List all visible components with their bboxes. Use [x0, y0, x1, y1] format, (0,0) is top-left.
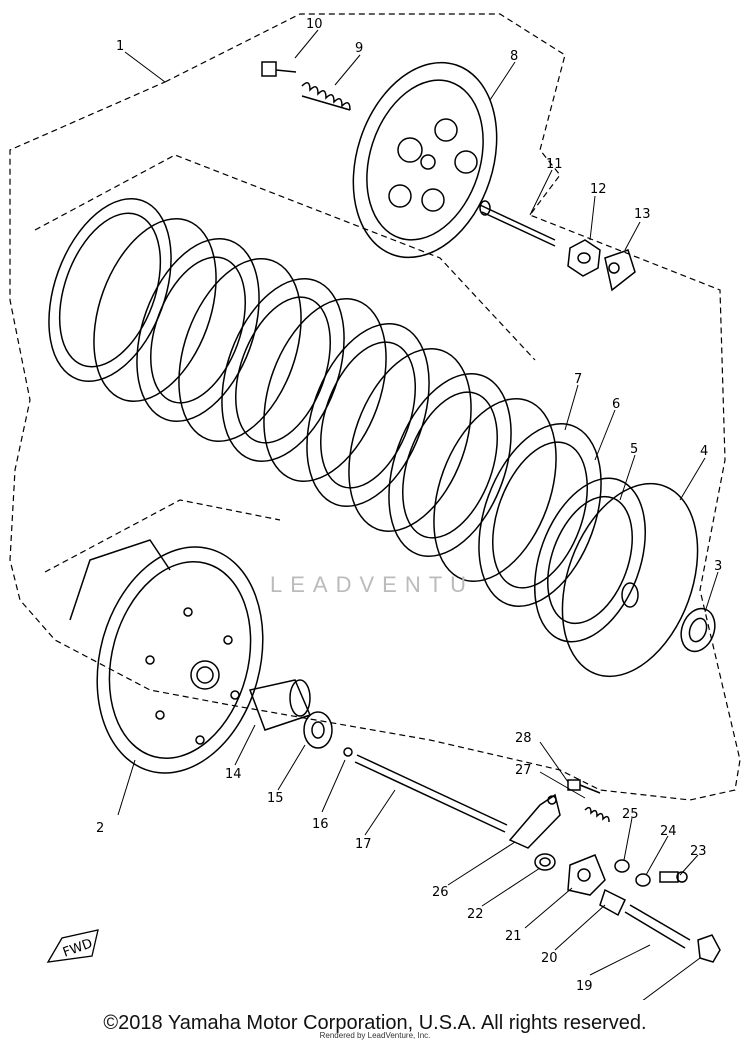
adjust-screw [599, 888, 626, 917]
push-rod-short [479, 200, 556, 247]
adjust-bolt [624, 904, 691, 949]
label-10: 10 [306, 17, 323, 32]
watermark: LEADVENTU [270, 572, 474, 597]
label-21: 21 [505, 929, 522, 944]
return-spring [584, 806, 610, 823]
lock-washer [604, 249, 636, 292]
push-rod-long [354, 754, 508, 833]
label-5: 5 [630, 442, 638, 457]
clutch-spring [301, 82, 351, 111]
label-23: 23 [690, 844, 707, 859]
label-24: 24 [660, 824, 677, 839]
label-17: 17 [355, 837, 372, 852]
label-28: 28 [515, 731, 532, 746]
push-lever [508, 793, 561, 849]
label-19: 19 [576, 979, 593, 994]
label-9: 9 [355, 41, 363, 56]
washer [303, 711, 333, 749]
leader-lines [117, 29, 719, 1000]
oil-seal [534, 853, 556, 871]
washer-small [614, 859, 630, 873]
primary-driven-plate [561, 482, 699, 678]
nut [567, 239, 601, 277]
housing-boundary [44, 499, 281, 573]
spacer [248, 679, 312, 731]
fwd-arrow: FWD [46, 929, 99, 963]
spring-washer [635, 873, 651, 887]
label-4: 4 [700, 444, 708, 459]
label-15: 15 [267, 791, 284, 806]
clutch-plates [48, 198, 602, 607]
label-6: 6 [612, 397, 620, 412]
assembly-boundary [9, 13, 741, 801]
ball [343, 747, 353, 757]
label-25: 25 [622, 807, 639, 822]
fwd-label: FWD [61, 936, 95, 960]
label-20: 20 [541, 951, 558, 966]
label-12: 12 [590, 182, 607, 197]
clutch-exploded-diagram: FWD LEADVENTU 1 2 3 4 5 6 7 8 9 10 11 12… [9, 13, 741, 1000]
lever-housing [567, 854, 606, 896]
label-7: 7 [574, 372, 582, 387]
label-26: 26 [432, 885, 449, 900]
label-2: 2 [96, 821, 104, 836]
screw [659, 871, 688, 883]
clutch-housing [69, 539, 264, 774]
bolt [261, 61, 297, 77]
copyright-text: ©2018 Yamaha Motor Corporation, U.S.A. A… [103, 1012, 647, 1034]
label-11: 11 [546, 157, 563, 172]
label-27: 27 [515, 763, 532, 778]
pin-bolt [567, 779, 601, 794]
label-22: 22 [467, 907, 484, 922]
label-16: 16 [312, 817, 329, 832]
plates-boundary [34, 154, 536, 361]
label-13: 13 [634, 207, 651, 222]
rendered-by-text: Rendered by LeadVenture, Inc. [319, 1031, 431, 1040]
lock-nut [697, 934, 721, 963]
label-1: 1 [116, 39, 124, 54]
label-14: 14 [225, 767, 242, 782]
pressure-plate [352, 61, 498, 259]
clutch-boss [533, 477, 647, 643]
label-8: 8 [510, 49, 518, 64]
label-3: 3 [714, 559, 722, 574]
